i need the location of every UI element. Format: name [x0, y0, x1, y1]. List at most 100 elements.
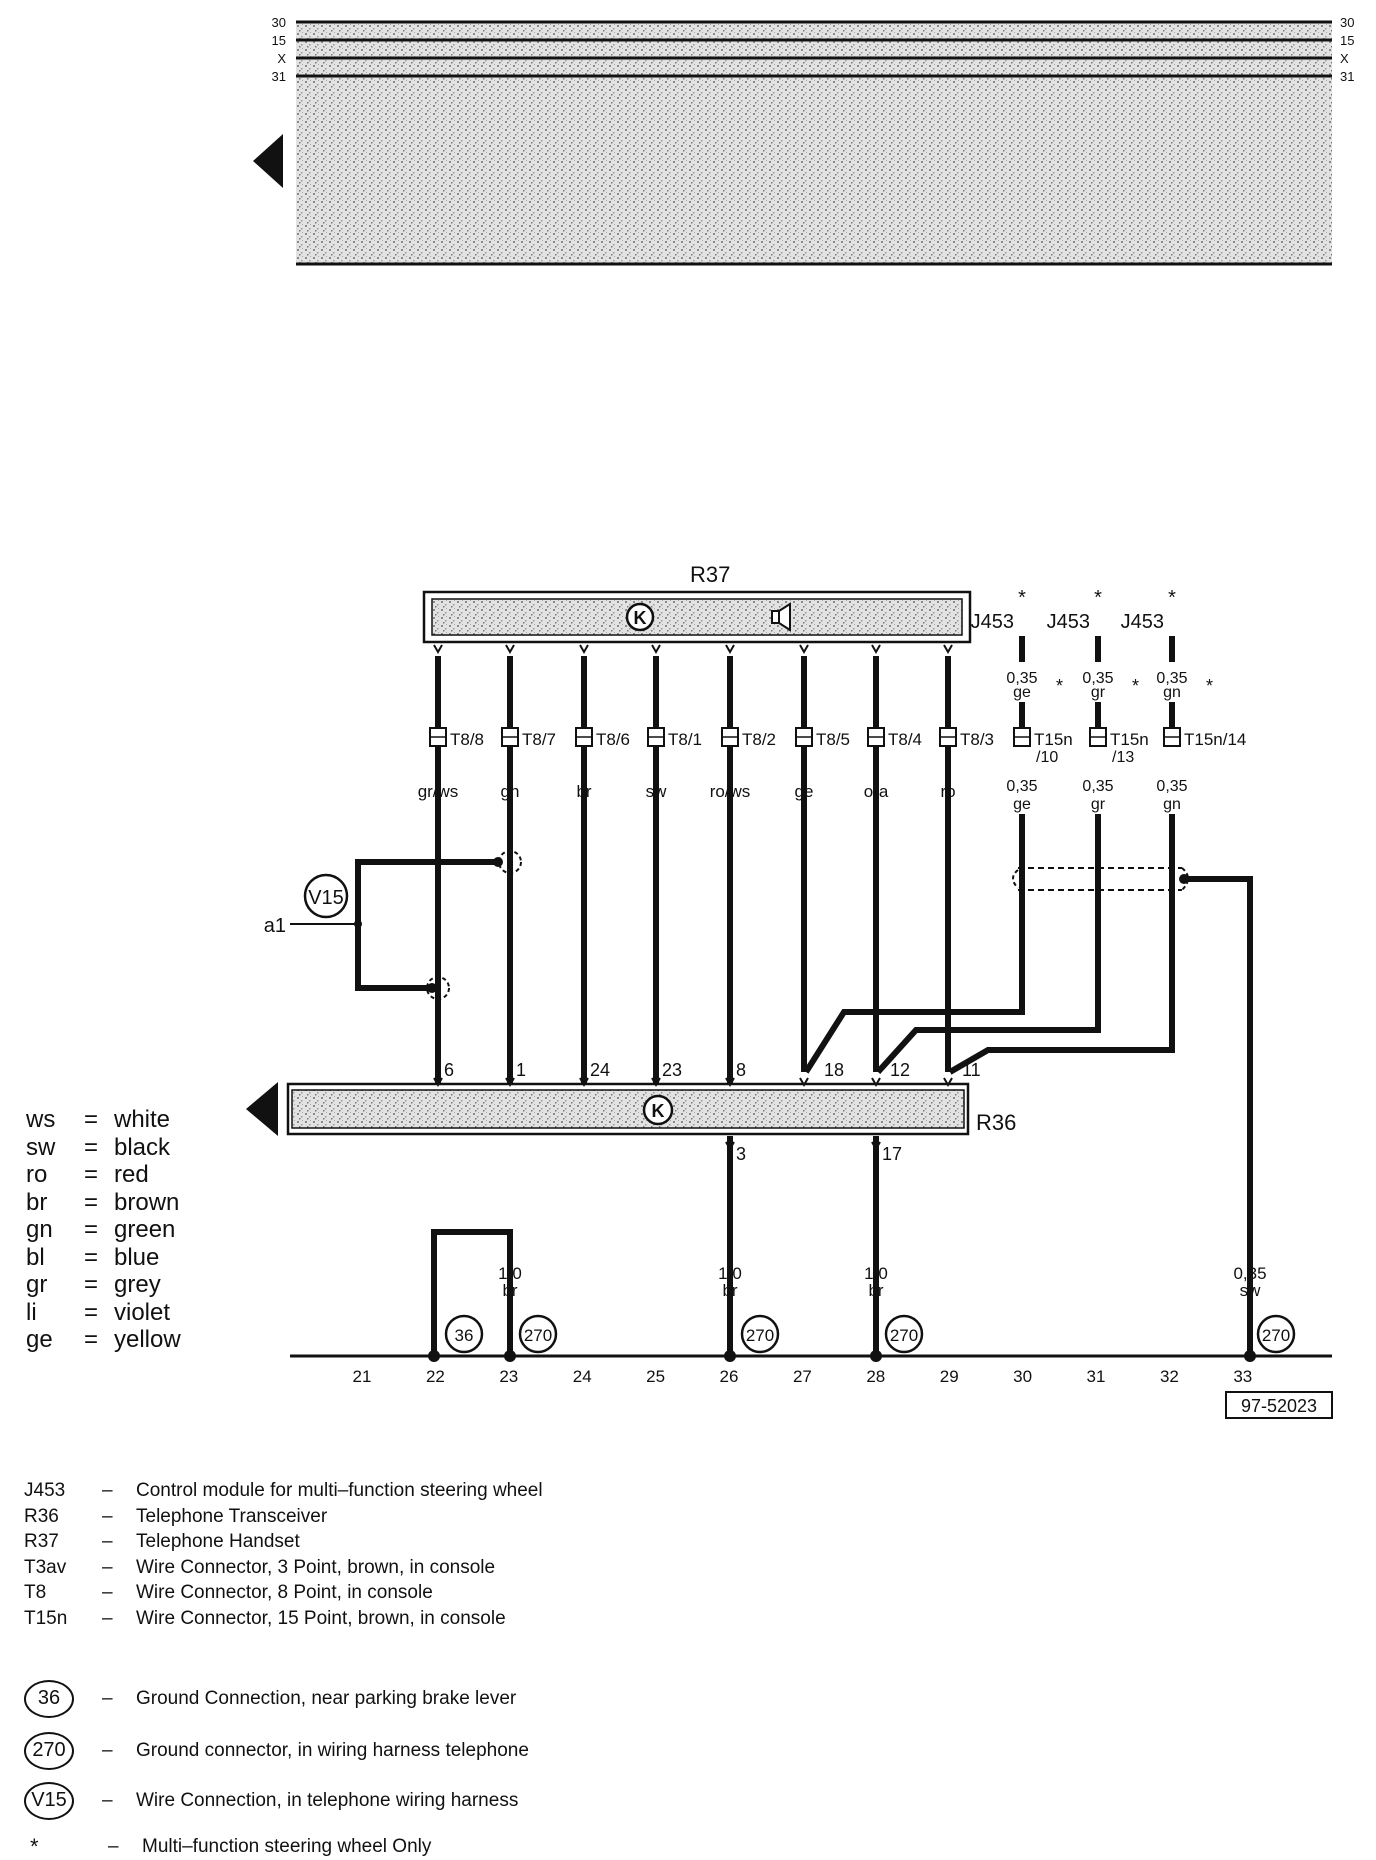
- key-desc: Ground Connection, near parking brake le…: [136, 1688, 517, 1709]
- handset-code: R37: [690, 562, 730, 587]
- k-symbol-icon: [625, 602, 655, 632]
- legend-code: li: [26, 1298, 37, 1326]
- legend-row: br=brown: [26, 1189, 181, 1217]
- pin-arrow-icon: [433, 644, 443, 655]
- legend-equals: =: [84, 1133, 99, 1161]
- legend-row: bl=blue: [26, 1244, 181, 1272]
- module-code: J453: [1047, 611, 1090, 633]
- ground-number: 270: [890, 1326, 918, 1345]
- module-wire: [948, 814, 1175, 1075]
- wire-color-label: gn: [1163, 796, 1181, 813]
- key-desc: Ground connector, in wiring harness tele…: [136, 1740, 529, 1761]
- connector-label: T8/3: [960, 730, 994, 749]
- rail-label: X: [277, 51, 286, 66]
- key-desc: Wire Connector, 3 Point, brown, in conso…: [136, 1556, 496, 1578]
- rail-label: 30: [272, 15, 286, 30]
- rail-label: X: [1340, 51, 1349, 66]
- asterisk-label: *: [1056, 676, 1063, 696]
- connector-label: T15n: [1110, 730, 1149, 749]
- track-number: 33: [1233, 1367, 1252, 1386]
- pin-arrow-icon: [725, 1077, 735, 1088]
- key-row: J453–Control module for multi–function s…: [24, 1480, 543, 1502]
- pin-number: 17: [882, 1144, 902, 1164]
- connector-label: T8/6: [596, 730, 630, 749]
- legend-row: gr=grey: [26, 1271, 181, 1299]
- transceiver-code: R36: [976, 1110, 1016, 1135]
- pin-number: 24: [590, 1060, 610, 1080]
- wire-color-label: gr: [1091, 684, 1106, 701]
- pin-arrow-icon: [505, 1077, 515, 1088]
- key-desc: Control module for multi–function steeri…: [136, 1480, 543, 1501]
- pin-number: 1: [516, 1060, 526, 1080]
- wire-size-label: 1,0: [864, 1264, 888, 1283]
- pin-number: 23: [662, 1060, 682, 1080]
- track-number: 29: [940, 1367, 959, 1386]
- ground-wire-36: [431, 1229, 513, 1356]
- key-row: R37–Telephone Handset: [24, 1531, 300, 1553]
- legend-equals: =: [84, 1326, 99, 1353]
- symbol-key-row: 270–Ground connector, in wiring harness …: [24, 1732, 529, 1770]
- ground-symbol: [1256, 1314, 1296, 1354]
- track-number: 24: [573, 1367, 592, 1386]
- pin-arrow-icon: [651, 644, 661, 655]
- ground-symbol: [518, 1314, 558, 1354]
- key-row: T15n–Wire Connector, 15 Point, brown, in…: [24, 1608, 506, 1630]
- legend-name: black: [114, 1133, 171, 1161]
- handset-r37: K R37: [422, 562, 972, 644]
- rail-label: 15: [1340, 33, 1354, 48]
- rail-label: 31: [1340, 69, 1354, 84]
- pin-number: 18: [824, 1060, 844, 1080]
- ground-point: [428, 1350, 440, 1362]
- pin-arrow-icon: [505, 644, 515, 655]
- pin-arrow-icon: [871, 644, 881, 655]
- connector-label: T15n/14: [1184, 730, 1246, 749]
- legend-name: brown: [114, 1188, 180, 1216]
- connector-sub-label: /10: [1036, 749, 1058, 766]
- legend-name: violet: [114, 1298, 171, 1326]
- module-code: J453: [971, 611, 1014, 633]
- ground-symbol: [444, 1314, 484, 1354]
- wire-color-label: br: [868, 1281, 883, 1300]
- ground-point: [870, 1350, 882, 1362]
- legend-row: ws=white: [26, 1106, 181, 1134]
- legend-equals: =: [84, 1188, 99, 1216]
- track-number: 25: [646, 1367, 665, 1386]
- asterisk-label: *: [1094, 587, 1102, 609]
- wire-size-label: 0,35: [1082, 670, 1113, 687]
- continuation-arrow-left: [246, 1082, 278, 1136]
- module-wire: [875, 814, 1101, 1075]
- ground-point: [1244, 1350, 1256, 1362]
- wire-size-label: 0,35: [1006, 670, 1037, 687]
- track-number: 22: [426, 1367, 445, 1386]
- legend-name: red: [114, 1161, 149, 1188]
- key-code: J453: [24, 1480, 66, 1501]
- symbol-key-row: V15–Wire Connection, in telephone wiring…: [24, 1782, 518, 1820]
- pin-arrow-icon: [871, 1077, 881, 1088]
- pin-number: 12: [890, 1060, 910, 1080]
- wire-color-label: ora: [864, 782, 889, 801]
- pin-arrow-icon: [799, 644, 809, 655]
- connector-label: T8/4: [888, 730, 922, 749]
- module-code: J453: [1121, 611, 1164, 633]
- connector-label: T8/7: [522, 730, 556, 749]
- pin-arrow-icon: [651, 1077, 661, 1088]
- key-desc: Telephone Transceiver: [136, 1505, 328, 1527]
- key-row: R36–Telephone Transceiver: [24, 1506, 327, 1528]
- legend-code: ro: [26, 1161, 48, 1188]
- pin-number: 3: [736, 1144, 746, 1164]
- key-dash: –: [102, 1505, 113, 1527]
- ground-symbol: [884, 1314, 924, 1354]
- legend-equals: =: [84, 1216, 99, 1243]
- transceiver-r36: K R36: [246, 1082, 1016, 1136]
- rails-stipple-area: [296, 22, 1332, 264]
- key-desc: Wire Connector, 8 Point, in console: [136, 1582, 433, 1604]
- circle-symbol: V15: [24, 1782, 74, 1820]
- key-code: R37: [24, 1531, 59, 1553]
- connector-sub-label: /13: [1112, 749, 1134, 766]
- legend-row: sw=black: [26, 1134, 181, 1162]
- wire-color-label: ge: [1013, 796, 1031, 813]
- wire-size-label: 0,35: [1082, 778, 1113, 795]
- cable-shield: [1012, 867, 1253, 1356]
